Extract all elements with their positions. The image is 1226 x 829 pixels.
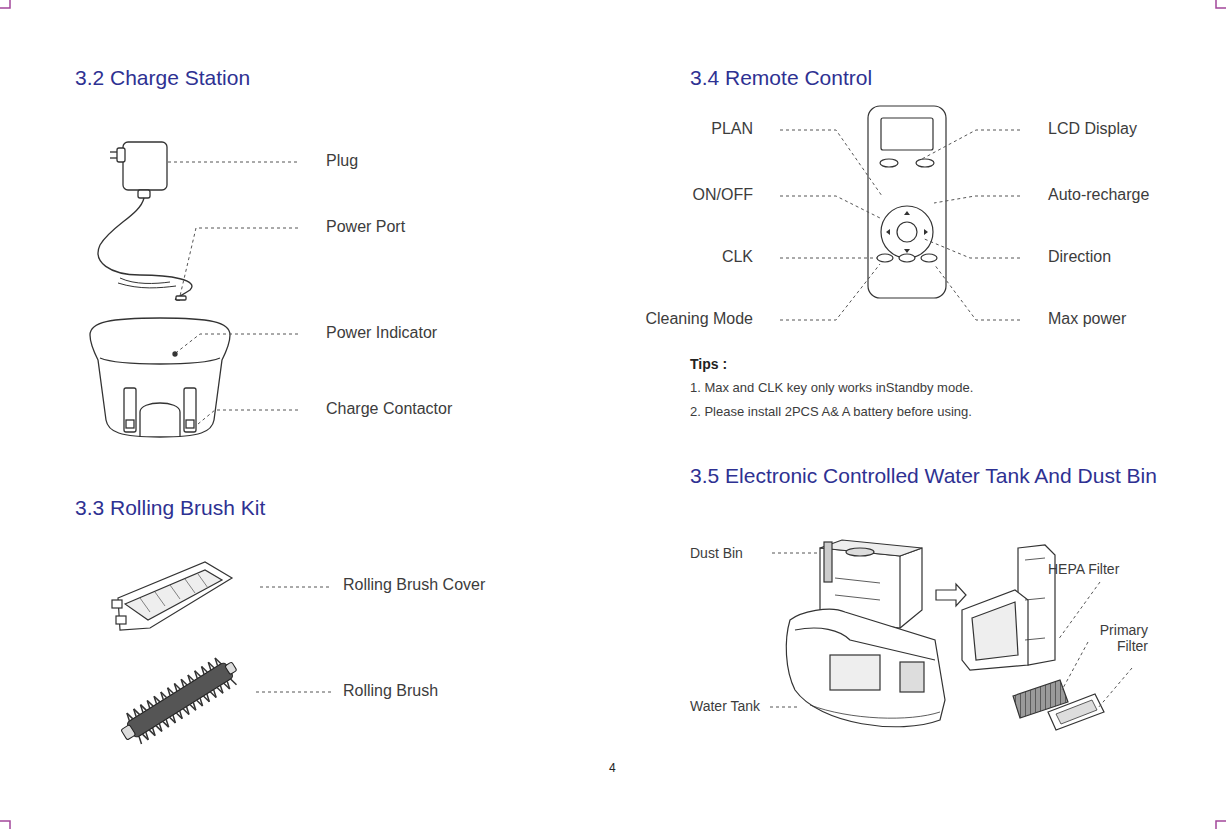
tip-note: 2. Please install 2PCS A& A battery befo… [690, 405, 972, 420]
arrow-symbol [936, 584, 966, 606]
part-label: Dust Bin [690, 545, 743, 561]
hepa-frame [962, 545, 1055, 670]
tip-note: 1. Max and CLK key only works inStandby … [690, 381, 973, 396]
button-label: Max power [1048, 310, 1126, 328]
section-heading: 3.4 Remote Control [690, 66, 872, 90]
part-label: Power Port [326, 218, 405, 236]
part-label: Power Indicator [326, 324, 437, 342]
part-label: Plug [326, 152, 358, 170]
button-label: ON/OFF [693, 186, 753, 204]
water-tank [786, 609, 945, 727]
section-heading: 3.3 Rolling Brush Kit [75, 496, 265, 520]
page-number: 4 [609, 762, 616, 776]
button-label: Auto-recharge [1048, 186, 1149, 204]
part-label: Charge Contactor [326, 400, 452, 418]
button-label: CLK [722, 248, 753, 266]
button-label: LCD Display [1048, 120, 1137, 138]
part-label: Rolling Brush [343, 682, 438, 700]
part-label: HEPA Filter [1048, 561, 1119, 577]
tips-heading: Tips : [690, 356, 727, 372]
section-heading: 3.2 Charge Station [75, 66, 250, 90]
part-label: Rolling Brush Cover [343, 576, 485, 594]
power-adapter [98, 142, 192, 300]
remote-control [868, 106, 946, 298]
brush-cover [112, 562, 232, 630]
button-label: Direction [1048, 248, 1111, 266]
section-heading: 3.5 Electronic Controlled Water Tank And… [690, 462, 1166, 489]
part-label: Primary Filter [1086, 622, 1148, 654]
button-label: PLAN [711, 120, 753, 138]
leader-lines [168, 130, 1132, 708]
rolling-brush [115, 652, 243, 750]
button-label: Cleaning Mode [645, 310, 753, 328]
charge-base [90, 318, 230, 437]
part-label: Water Tank [690, 698, 760, 714]
filters [1013, 680, 1104, 730]
